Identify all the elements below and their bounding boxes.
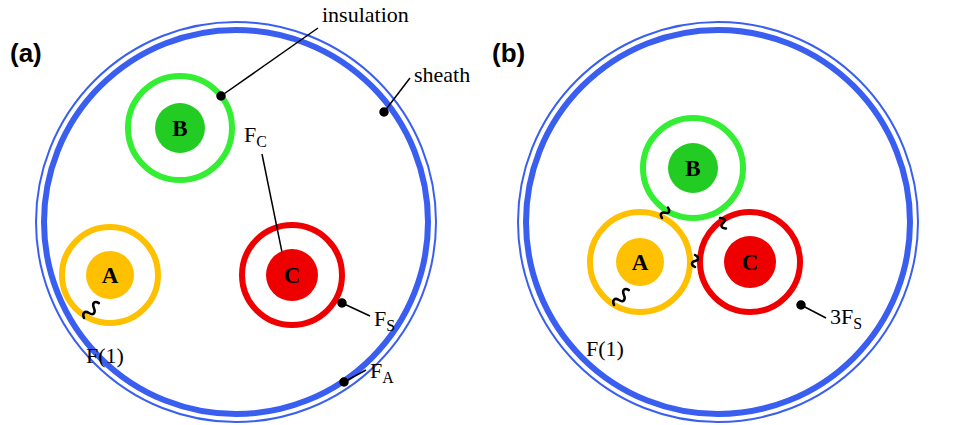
fault-label: F(1) [86, 345, 124, 367]
sheath-inner [44, 30, 428, 414]
leader-line [262, 154, 284, 262]
fault-label: F(1) [586, 338, 624, 360]
fault-arc [717, 217, 728, 230]
conductor-circle: B [155, 103, 205, 153]
fault-label: 3FS [830, 306, 862, 328]
leader-line [384, 78, 410, 112]
leader-dot [217, 92, 225, 100]
phase-letter: C [742, 251, 759, 274]
fault-label: FA [370, 360, 394, 382]
conductor-circle: A [616, 238, 664, 286]
fault-arc [659, 206, 670, 219]
insulation-ring [643, 118, 743, 218]
part-label: sheath [414, 64, 470, 86]
phase-letter: C [284, 264, 301, 287]
insulation-ring [700, 212, 800, 312]
insulation-ring [590, 212, 690, 312]
leader-dot [340, 378, 348, 386]
sheath-inner [526, 30, 910, 414]
leader-line [221, 28, 318, 96]
panel-label: (b) [492, 40, 525, 66]
fault-label: FS [374, 308, 395, 330]
panel-label: (a) [10, 40, 42, 66]
sheath-outer [518, 22, 918, 422]
conductor-circle: B [668, 143, 718, 193]
fault-arc [81, 300, 101, 320]
conductor-circle: A [86, 251, 134, 299]
phase-letter: B [172, 117, 187, 140]
leader-dot [797, 301, 805, 309]
conductor-circle: C [724, 236, 776, 288]
phase-letter: A [102, 264, 119, 287]
phase-letter: B [685, 157, 700, 180]
insulation-ring [128, 76, 232, 180]
insulation-ring [62, 227, 158, 323]
conductor-circle: C [266, 249, 318, 301]
sheath-outer [36, 22, 436, 422]
phase-letter: A [632, 251, 649, 274]
fault-arc [611, 287, 631, 307]
leader-dot [380, 108, 388, 116]
fault-arc [692, 255, 698, 267]
leader-dot [338, 299, 346, 307]
fault-label: FC [244, 124, 267, 146]
part-label: insulation [322, 4, 409, 26]
insulation-ring [242, 225, 342, 325]
